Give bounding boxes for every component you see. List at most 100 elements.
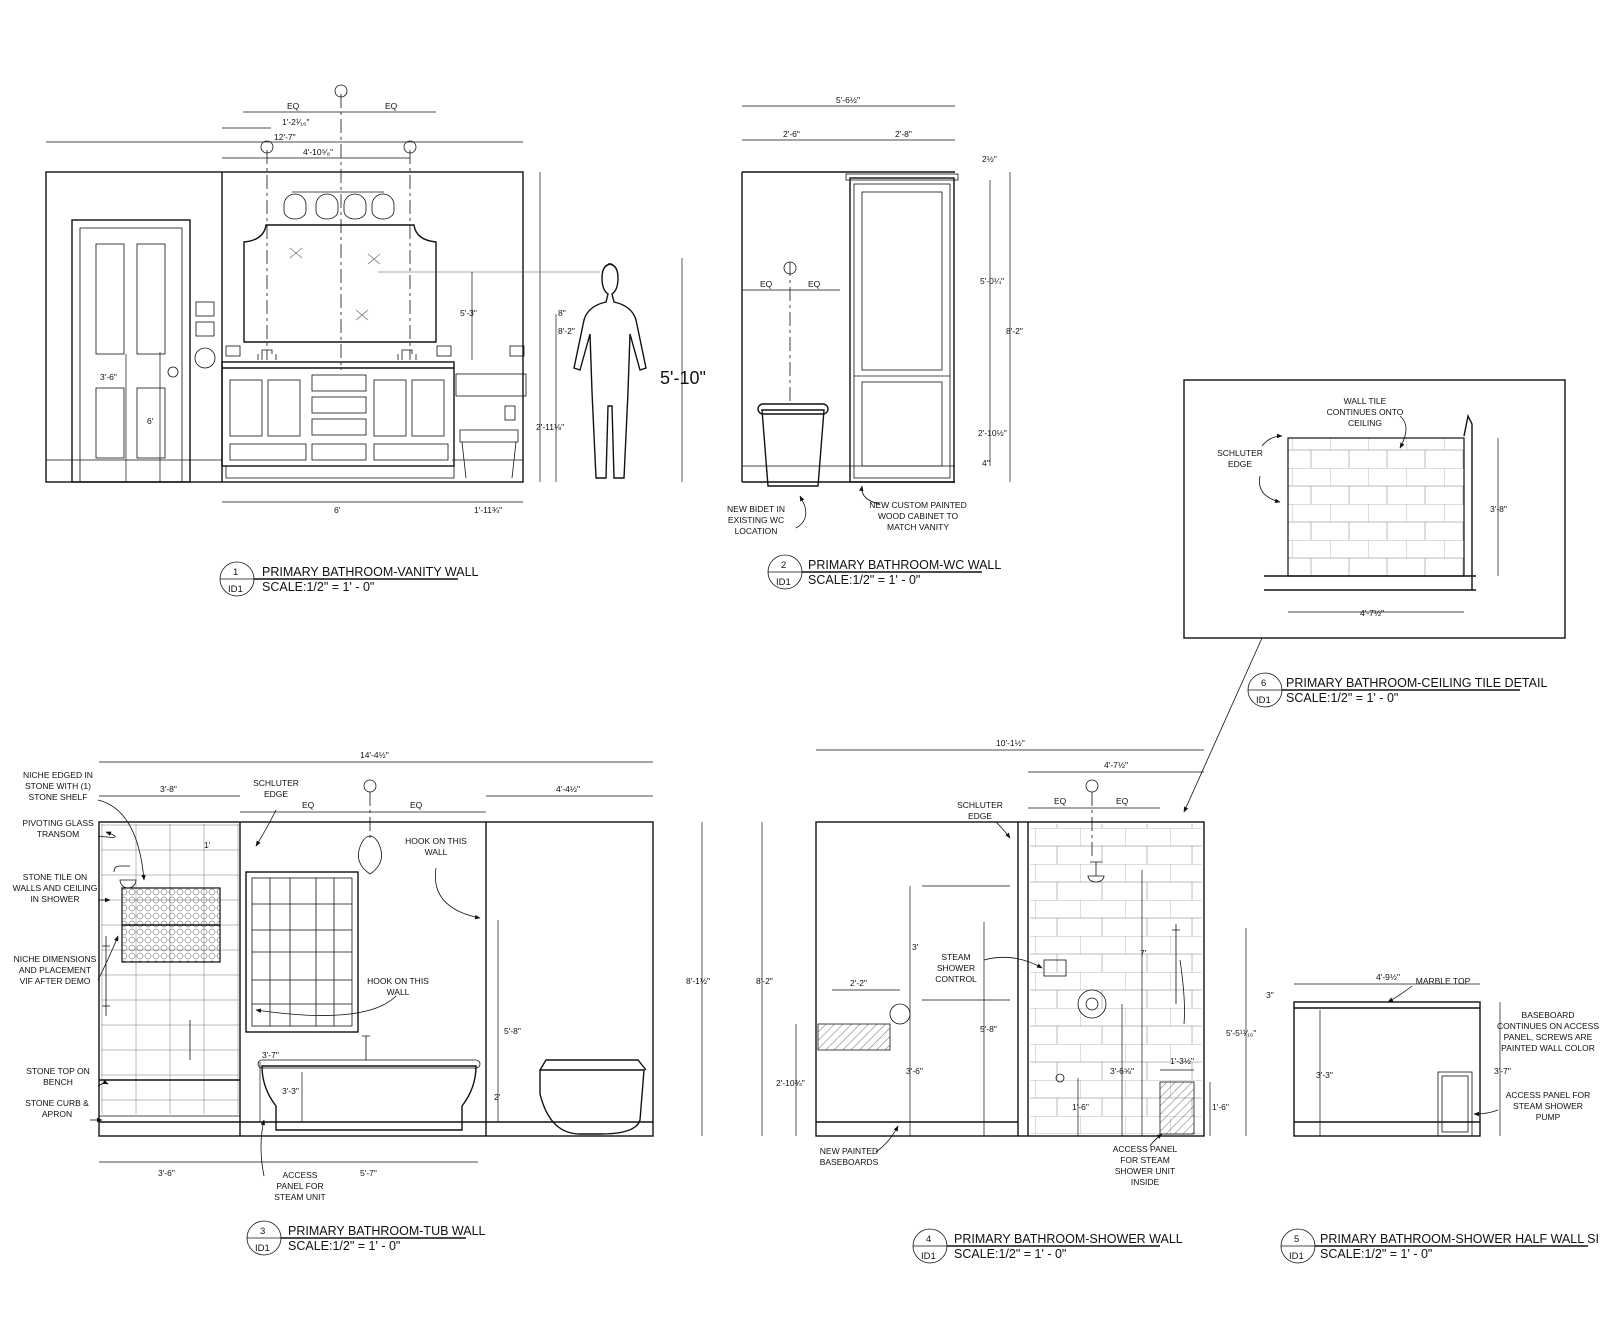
view-scale: SCALE:1/2" = 1' - 0"	[288, 1239, 400, 1253]
dim-label: 5'-7"	[360, 1168, 377, 1178]
dim-label: EQ	[287, 101, 300, 111]
dim-label: 2'-10½"	[978, 428, 1007, 438]
dim-label: EQ	[302, 800, 315, 810]
dim-label: 8'-2"	[558, 326, 575, 336]
view-1-title-block: 1 ID1 PRIMARY BATHROOM-VANITY WALL SCALE…	[219, 561, 479, 597]
dim-label: 10'-1½"	[996, 738, 1025, 748]
dim-label: 4"	[982, 458, 990, 468]
shower-head-icon	[113, 865, 137, 889]
dim-label: 6'	[147, 416, 154, 426]
dim-label: 5'-3"	[460, 308, 477, 318]
dim-label: 8'-2"	[756, 976, 773, 986]
view-1-dimension-labels: EQ EQ 1'-2¹⁄₁₆" 12'-7" 4'-10⁵⁄₈" 5'-3" 8…	[100, 101, 706, 515]
view-2-dimension-labels: 5'-6½" 2'-6" 2'-8" 2½" 5'-0¼" 8'-2" 2'-1…	[760, 95, 1023, 468]
view-6-title-block: 6 ID1 PRIMARY BATHROOM-CEILING TILE DETA…	[1247, 672, 1547, 708]
bench-section	[817, 1023, 891, 1051]
dim-label: 3'	[912, 942, 919, 952]
toilet-drawing	[539, 1059, 647, 1135]
dim-label: 3'-7"	[1494, 1066, 1511, 1076]
view-number: 2	[781, 560, 786, 571]
dim-label: 1'-11¾"	[474, 505, 502, 515]
dim-label: 3'-8"	[1490, 504, 1507, 514]
dim-label: 5'-8"	[504, 1026, 521, 1036]
view-sheet: ID1	[228, 584, 243, 595]
view-number: 6	[1261, 678, 1266, 689]
dim-label: 4'-4½"	[556, 784, 580, 794]
dim-label: 2'-2"	[850, 978, 867, 988]
dim-label: 7'	[1140, 948, 1147, 958]
dim-label: 4'-9½"	[1376, 972, 1400, 982]
dim-label: 5'-8"	[980, 1024, 997, 1034]
tub-drawing	[257, 1035, 481, 1131]
dim-label: 6'	[334, 505, 341, 515]
dim-label: EQ	[1116, 796, 1129, 806]
dim-label: 1'	[204, 840, 211, 850]
tall-cabinet-drawing	[845, 173, 959, 483]
dim-label: EQ	[410, 800, 423, 810]
dim-label: 4'-7½"	[1104, 760, 1128, 770]
access-panel-drawing	[1437, 1071, 1473, 1137]
note-schluter: SCHLUTER EDGE	[1217, 448, 1263, 469]
dim-label: EQ	[385, 101, 398, 111]
shower-head-icon	[1087, 861, 1105, 883]
view-2-title-block: 2 ID1 PRIMARY BATHROOM-WC WALL SCALE:1/2…	[767, 554, 1001, 590]
valve-icon	[1077, 989, 1107, 1019]
dim-label: 3'-7"	[262, 1050, 279, 1060]
view-title: PRIMARY BATHROOM-CEILING TILE DETAIL	[1286, 676, 1547, 690]
view-number: 3	[260, 1226, 265, 1237]
note-wall-tile: WALL TILE CONTINUES ONTO CEILING	[1327, 396, 1404, 428]
view-sheet: ID1	[776, 577, 791, 588]
dim-label: EQ	[1054, 796, 1067, 806]
dim-label: EQ	[760, 279, 773, 289]
view-number: 4	[926, 1234, 931, 1245]
note-access-panel: ACCESS PANEL FOR STEAM SHOWER PUMP	[1506, 1090, 1591, 1122]
view-number: 5	[1294, 1234, 1299, 1245]
view-2-wc-wall: 5'-6½" 2'-6" 2'-8" 2½" 5'-0¼" 8'-2" 2'-1…	[727, 95, 1023, 590]
dim-label: 3'-8"	[160, 784, 177, 794]
dim-label: 14'-4½"	[360, 750, 389, 760]
vanity-light-drawing	[283, 191, 395, 220]
view-5-title-block: 5 ID1 PRIMARY BATHROOM-SHOWER HALF WALL …	[1280, 1228, 1600, 1264]
dim-label: 2'	[494, 1092, 501, 1102]
dim-label: 2'-10¾"	[776, 1078, 805, 1088]
view-number: 1	[233, 567, 238, 578]
window-drawing	[245, 871, 359, 1033]
view-4-shower-wall: 10'-1½" 4'-7½" EQ EQ 8'-2" 2'-2" 3' 2'-1…	[756, 738, 1256, 1264]
view-3-dimension-labels: 14'-4½" 3'-8" 4'-4½" EQ EQ 1' 8'-1½" 5'-…	[158, 750, 710, 1178]
dim-label: 5'-6½"	[836, 95, 860, 105]
dim-label: 3'-6"	[906, 1066, 923, 1076]
pendant-light-icon	[358, 835, 382, 875]
view-4-dimension-labels: 10'-1½" 4'-7½" EQ EQ 8'-2" 2'-2" 3' 2'-1…	[756, 738, 1256, 1112]
view-4-title-block: 4 ID1 PRIMARY BATHROOM-SHOWER WALL SCALE…	[912, 1228, 1183, 1264]
view-scale: SCALE:1/2" = 1' - 0"	[808, 573, 920, 587]
view-sheet: ID1	[921, 1251, 936, 1262]
view-title: PRIMARY BATHROOM-TUB WALL	[288, 1224, 486, 1238]
bidet-drawing	[757, 403, 829, 487]
note-baseboard: BASEBOARD CONTINUES ON ACCESS PANEL, SCR…	[1497, 1010, 1599, 1053]
dim-label: 2½"	[982, 154, 997, 164]
view-4-notes: SCHLUTER EDGE STEAM SHOWER CONTROL NEW P…	[820, 800, 1178, 1187]
view-5-shower-half-wall: 4'-9½" 3" 3'-3" 3'-7" MARBLE TOP BASEBOA…	[1266, 972, 1600, 1264]
dim-label: 3'-3"	[282, 1086, 299, 1096]
dim-label: 4'-7½"	[1360, 608, 1384, 618]
steam-control-icon	[1043, 959, 1067, 977]
view-scale: SCALE:1/2" = 1' - 0"	[954, 1247, 1066, 1261]
dim-label: 8"	[558, 308, 566, 318]
view-3-title-block: 3 ID1 PRIMARY BATHROOM-TUB WALL SCALE:1/…	[246, 1220, 486, 1256]
dim-label: 8'-1½"	[686, 976, 710, 986]
note-marble-top: MARBLE TOP	[1416, 976, 1470, 986]
dim-label: 4'-10⁵⁄₈"	[303, 147, 333, 157]
view-3-tub-wall: 14'-4½" 3'-8" 4'-4½" EQ EQ 1' 8'-1½" 5'-…	[13, 750, 710, 1256]
dim-label: 2'-11⅛"	[536, 422, 564, 432]
dim-label: 5'-0¼"	[980, 276, 1004, 286]
towel-ring-icon	[194, 347, 216, 369]
view-scale: SCALE:1/2" = 1' - 0"	[262, 580, 374, 594]
view-scale: SCALE:1/2" = 1' - 0"	[1286, 691, 1398, 705]
view-3-notes: NICHE EDGED IN STONE WITH (1) STONE SHEL…	[13, 770, 481, 1202]
door-drawing	[71, 219, 191, 483]
note-cabinet: NEW CUSTOM PAINTED WOOD CABINET TO MATCH…	[869, 500, 966, 532]
view-title: PRIMARY BATHROOM-SHOWER HALF WALL SIDE	[1320, 1232, 1600, 1246]
view-title: PRIMARY BATHROOM-WC WALL	[808, 558, 1001, 572]
dim-label: 3'-3"	[1316, 1070, 1333, 1080]
